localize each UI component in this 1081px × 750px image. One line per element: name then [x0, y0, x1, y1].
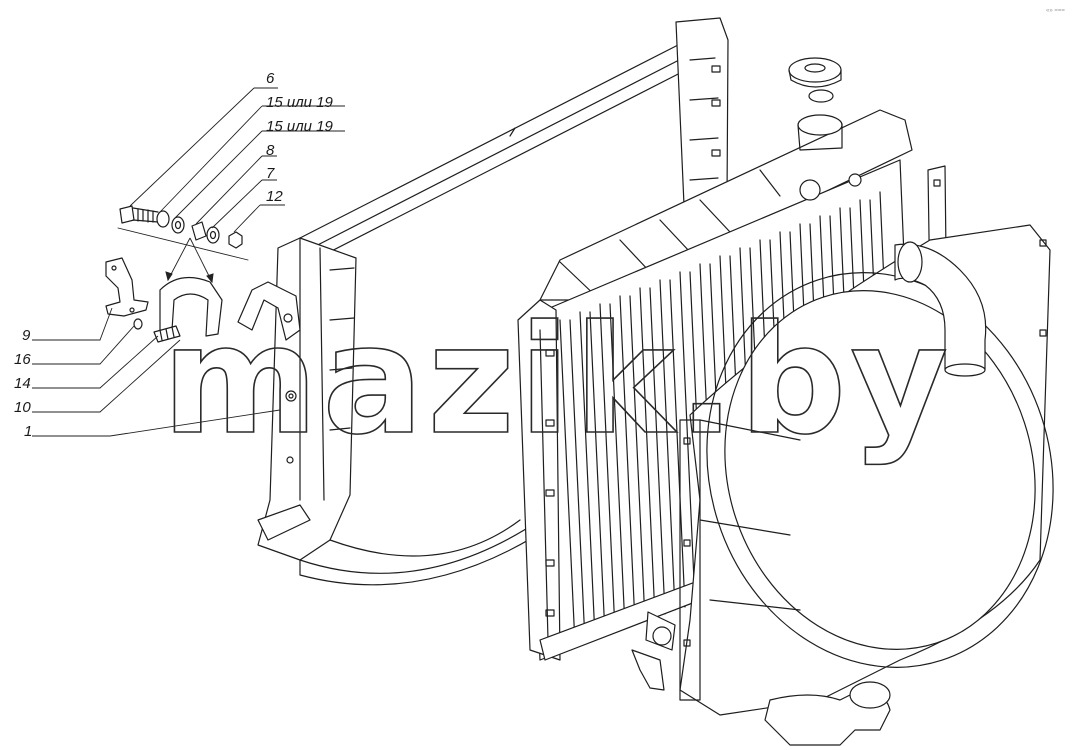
- bolt-14: [133, 318, 181, 343]
- callout-12: 12: [266, 188, 283, 205]
- corner-mark: «» ===: [1046, 8, 1065, 14]
- callout-15-or-19-a: 15 или 19: [266, 94, 334, 111]
- drain-cock: [631, 611, 676, 691]
- watermark: mazik.by: [162, 294, 952, 468]
- bracket-9: [105, 257, 149, 317]
- callout-16: 16: [14, 351, 31, 368]
- bracket-right: [237, 281, 301, 341]
- callout-10: 10: [14, 399, 31, 416]
- assembly-arrows: [165, 237, 214, 284]
- upper-hose: [894, 241, 987, 377]
- leader-lines: [32, 87, 345, 437]
- callout-1: 1: [24, 423, 32, 440]
- fastener-set: [117, 205, 249, 261]
- callout-8: 8: [266, 142, 275, 159]
- bracket-10: [159, 276, 223, 337]
- callout-labels: 6 15 или 19 15 или 19 8 7 12 9 16 14 10 …: [14, 70, 334, 440]
- callout-15-or-19-b: 15 или 19: [266, 118, 334, 135]
- lower-hose: [764, 681, 891, 746]
- callout-7: 7: [266, 165, 275, 182]
- callout-14: 14: [14, 375, 31, 392]
- callout-6: 6: [266, 70, 275, 87]
- callout-9: 9: [22, 327, 31, 344]
